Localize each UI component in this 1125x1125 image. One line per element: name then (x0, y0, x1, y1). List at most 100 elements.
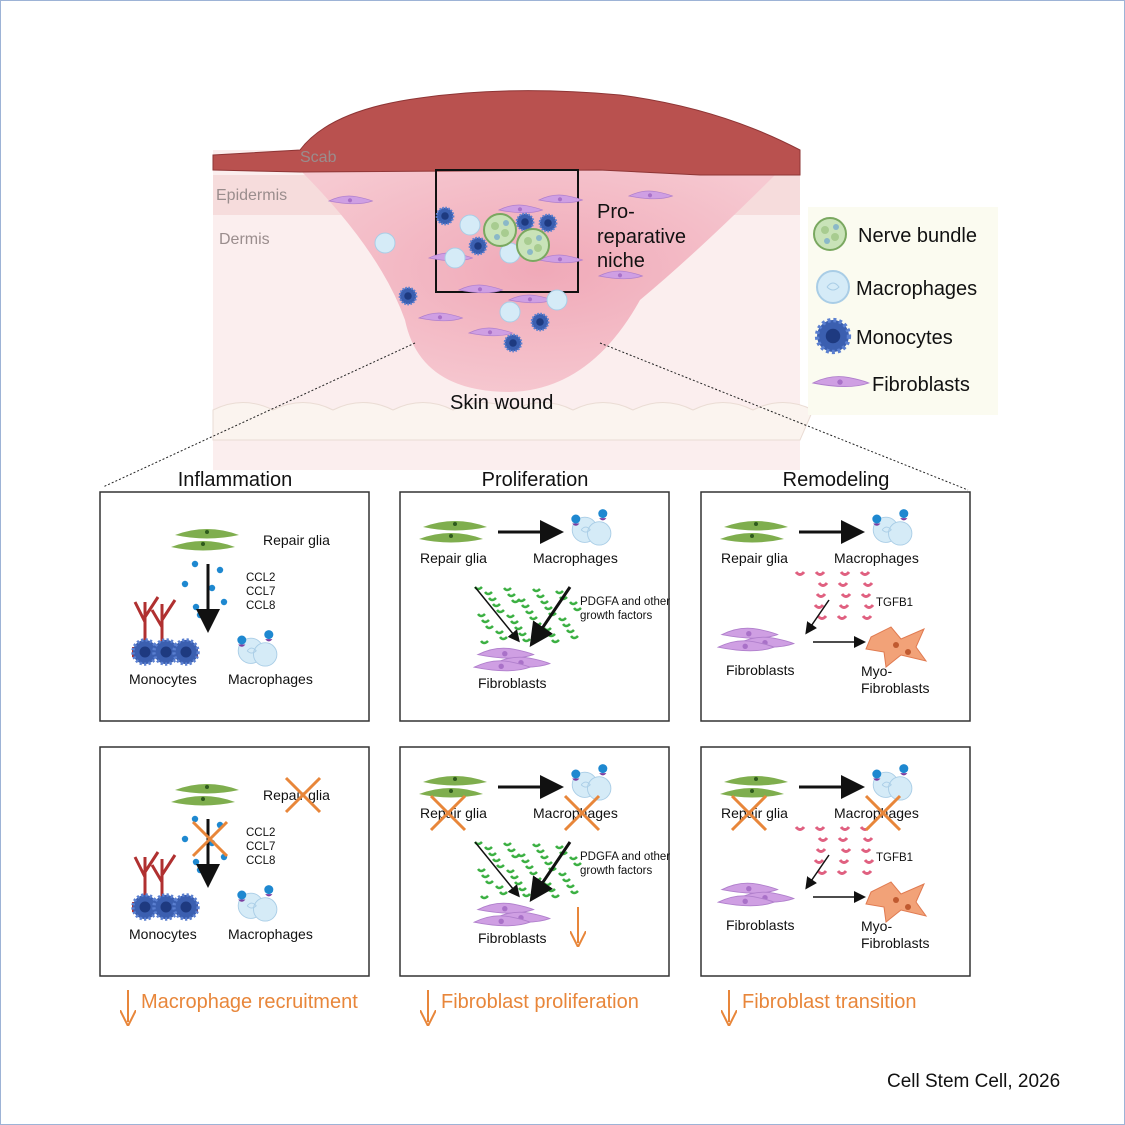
niche-label-3: niche (597, 250, 645, 272)
growth-factor-dot (566, 629, 575, 634)
monocyte-icon (538, 213, 558, 233)
citation: Cell Stem Cell, 2026 (887, 1071, 1060, 1092)
monocyte-icon (131, 893, 159, 921)
macrophages-label: Macrophages (533, 550, 618, 566)
growth-factor-dot (477, 613, 486, 618)
monocyte-icon (468, 236, 488, 256)
chemokine-dot (192, 858, 200, 866)
growth-factor-dot (517, 598, 526, 603)
outcome-label: Fibroblast proliferation (441, 991, 639, 1013)
repair-glia-label: Repair glia (420, 805, 487, 821)
chemokine-label: CCL7 (246, 586, 275, 598)
nerve-bundle-icon (813, 217, 847, 251)
monocyte-icon (435, 206, 455, 226)
scab (212, 90, 801, 176)
chemokine-label: CCL8 (246, 855, 275, 867)
tgfb1-dot (839, 825, 851, 831)
growth-factor-dot (540, 855, 549, 860)
growth-factor-dot (480, 640, 489, 645)
repair-glia-label: Repair glia (721, 805, 788, 821)
tgfb1-dot (863, 603, 875, 609)
growth-factor-dot (499, 891, 508, 896)
growth-factors-label: growth factors (580, 865, 652, 877)
growth-factor-dot (569, 601, 578, 606)
growth-factor-dot (521, 604, 530, 609)
repair-glia-label: Repair glia (263, 787, 330, 803)
tgfb1-dot (840, 592, 852, 598)
subcutaneous-layer (212, 402, 814, 441)
tgfb1-dot (794, 825, 806, 831)
chemokine-dot (191, 815, 199, 823)
chemokine-dot (208, 584, 216, 592)
myofibroblasts-label: Fibroblasts (861, 680, 929, 696)
growth-factor-dot (496, 609, 505, 614)
growth-factor-dot (514, 626, 523, 631)
growth-factor-dot (570, 890, 579, 895)
fibroblasts-label: Fibroblasts (726, 662, 794, 678)
tgfb1-dot (838, 603, 850, 609)
monocyte-icon (172, 638, 200, 666)
growth-factor-dot (477, 868, 486, 873)
tgfb1-dot (861, 614, 873, 620)
growth-factor-dot (558, 617, 567, 622)
niche-label-2: reparative (597, 226, 686, 248)
growth-factor-dot (488, 852, 497, 857)
tgfb1-arrow-icon (805, 599, 830, 635)
tgfb1-dot (817, 581, 829, 587)
legend-label-macrophages: Macrophages (856, 278, 977, 300)
tgfb1-dot (794, 570, 806, 576)
chemokine-dot (191, 560, 199, 568)
growth-factor-dot (495, 630, 504, 635)
growth-factor-dot (525, 610, 534, 615)
growth-factor-dot (485, 625, 494, 630)
growth-factor-dot (488, 597, 497, 602)
tgfb1-dot (815, 847, 827, 853)
legend: Nerve bundle Macrophages Monocytes Fibro… (808, 207, 998, 415)
growth-factor-dot (562, 623, 571, 628)
tgfb1-dot (813, 603, 825, 609)
monocyte-icon (131, 638, 159, 666)
skin-wound-illustration: Scab Epidermis Dermis Pro- reparative ni… (212, 90, 814, 470)
panel-border (700, 746, 971, 977)
phase-title-remodeling: Remodeling (783, 469, 890, 491)
chemokine-dot (220, 598, 228, 606)
nerve-bundle-icon (483, 213, 517, 247)
monocyte-icon (515, 212, 535, 232)
fibroblasts-label: Fibroblasts (478, 930, 546, 946)
dermis-label: Dermis (219, 231, 270, 248)
panel-border (700, 491, 971, 722)
tgfb1-dot (815, 592, 827, 598)
nerve-bundle-icon (516, 228, 550, 262)
growth-factor-dot (532, 588, 541, 593)
tgfb1-label: TGFB1 (876, 852, 913, 864)
growth-factor-dot (569, 856, 578, 861)
niche-box (435, 169, 579, 293)
tgfb1-dot (817, 836, 829, 842)
monocytes-label: Monocytes (129, 926, 197, 942)
chemokine-dot (192, 603, 200, 611)
growth-factor-dot (495, 885, 504, 890)
myofibroblasts-label: Fibroblasts (861, 935, 929, 951)
growth-factor-dot (485, 880, 494, 885)
tgfb1-dot (816, 614, 828, 620)
growth-factor-dot (514, 881, 523, 886)
growth-factor-dot (529, 871, 538, 876)
macrophages-label: Macrophages (228, 671, 313, 687)
growth-factor-dot (481, 874, 490, 879)
tgfb1-dot (860, 592, 872, 598)
repair-glia-label: Repair glia (420, 550, 487, 566)
tgfb1-dot (813, 858, 825, 864)
legend-label-monocytes: Monocytes (856, 327, 953, 349)
niche-label-1: Pro- (597, 201, 635, 223)
outcome-label: Macrophage recruitment (141, 991, 358, 1013)
panel-border (399, 491, 670, 722)
chemokine-label: CCL7 (246, 841, 275, 853)
growth-factor-dot (507, 848, 516, 853)
growth-factor-dot (503, 587, 512, 592)
chemokine-dot (216, 566, 224, 574)
monocyte-icon (817, 320, 849, 352)
growth-factor-arrow-icon (529, 841, 572, 902)
